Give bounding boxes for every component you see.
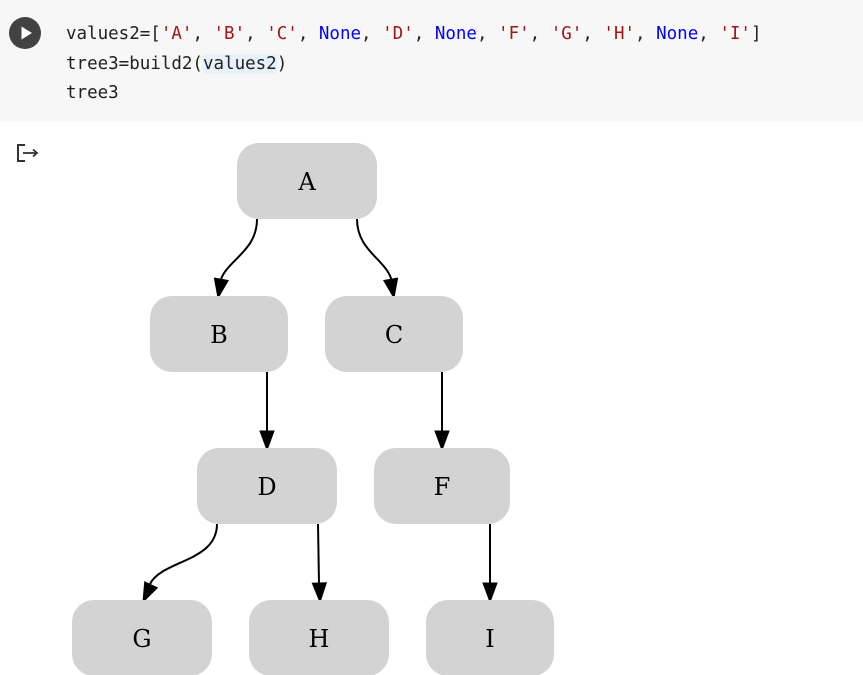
tree-node-c: C [325, 296, 463, 372]
code-token: tree3=build2( [66, 53, 203, 74]
code-token: , [529, 24, 551, 44]
tree-node-a: A [237, 143, 377, 219]
code-token: 'H' [603, 24, 636, 44]
code-token: , [476, 24, 499, 44]
tree-edge-a-b [219, 218, 258, 283]
code-token: , [192, 24, 214, 44]
code-token: None [318, 24, 362, 44]
code-token: 'D' [382, 24, 414, 44]
tree-node-box [237, 143, 377, 219]
tree-arrowhead-c-f [434, 430, 450, 452]
tree-node-label: B [210, 321, 228, 349]
tree-node-box [249, 600, 389, 675]
code-token: , [245, 24, 267, 44]
tree-node-d: D [197, 448, 337, 524]
code-token: None [434, 24, 477, 44]
tree-edge-d-g [149, 523, 218, 585]
code-token: ) [276, 53, 288, 74]
code-token: 'I' [719, 24, 751, 44]
tree-node-h: H [249, 600, 389, 675]
tree-node-box [426, 600, 554, 675]
tree-arrowhead-f-i [482, 582, 498, 604]
code-token: 'G' [550, 24, 583, 44]
tree-node-b: B [150, 296, 288, 372]
tree-node-g: G [72, 600, 212, 675]
tree-edge-d-h [317, 523, 320, 585]
tree-node-label: I [485, 625, 494, 653]
tree-node-box [374, 448, 510, 524]
tree-node-label: C [385, 321, 403, 349]
tree-arrowhead-a-b [213, 277, 229, 300]
code-line: tree3 [66, 79, 762, 109]
tree-node-i: I [426, 600, 554, 675]
tree-edge-a-c [356, 218, 393, 283]
tree-node-f: F [374, 448, 510, 524]
tree-node-label: A [297, 168, 316, 196]
code-token: 'B' [213, 24, 246, 44]
code-token: ] [750, 24, 762, 44]
tree-arrowhead-d-h [311, 582, 328, 604]
tree-node-label: D [257, 473, 276, 501]
tree-node-box [150, 296, 288, 372]
play-icon [21, 26, 32, 40]
code-token: , [361, 24, 383, 44]
code-token: 'C' [266, 24, 298, 44]
code-cell[interactable]: values2=['A', 'B', 'C', None, 'D', None,… [0, 0, 863, 122]
tree-node-box [72, 600, 212, 675]
tree-node-label: H [309, 625, 330, 653]
tree-arrowhead-d-g [142, 581, 159, 604]
tree-node-box [197, 448, 337, 524]
code-token: None [656, 24, 699, 44]
code-token: , [413, 24, 435, 44]
code-token: values2 [202, 53, 277, 74]
code-token: tree3 [66, 83, 119, 103]
tree-node-box [325, 296, 463, 372]
tree-arrowhead-b-d [259, 430, 275, 452]
tree-node-label: G [132, 625, 151, 653]
code-line: values2=['A', 'B', 'C', None, 'D', None,… [66, 20, 762, 50]
code-token: 'F' [498, 24, 530, 44]
code-token: , [635, 24, 657, 44]
code-token: 'A' [160, 24, 193, 44]
code-token: , [297, 24, 319, 44]
tree-arrowhead-a-c [383, 277, 399, 300]
code-editor[interactable]: values2=['A', 'B', 'C', None, 'D', None,… [66, 20, 762, 109]
run-cell-button[interactable] [9, 17, 41, 49]
output-redirect-icon[interactable] [14, 141, 42, 165]
code-token: values2=[ [66, 24, 161, 44]
code-line: tree3=build2(values2) [66, 50, 762, 80]
code-token: , [582, 24, 604, 44]
code-token: , [698, 24, 720, 44]
tree-node-label: F [434, 473, 451, 501]
